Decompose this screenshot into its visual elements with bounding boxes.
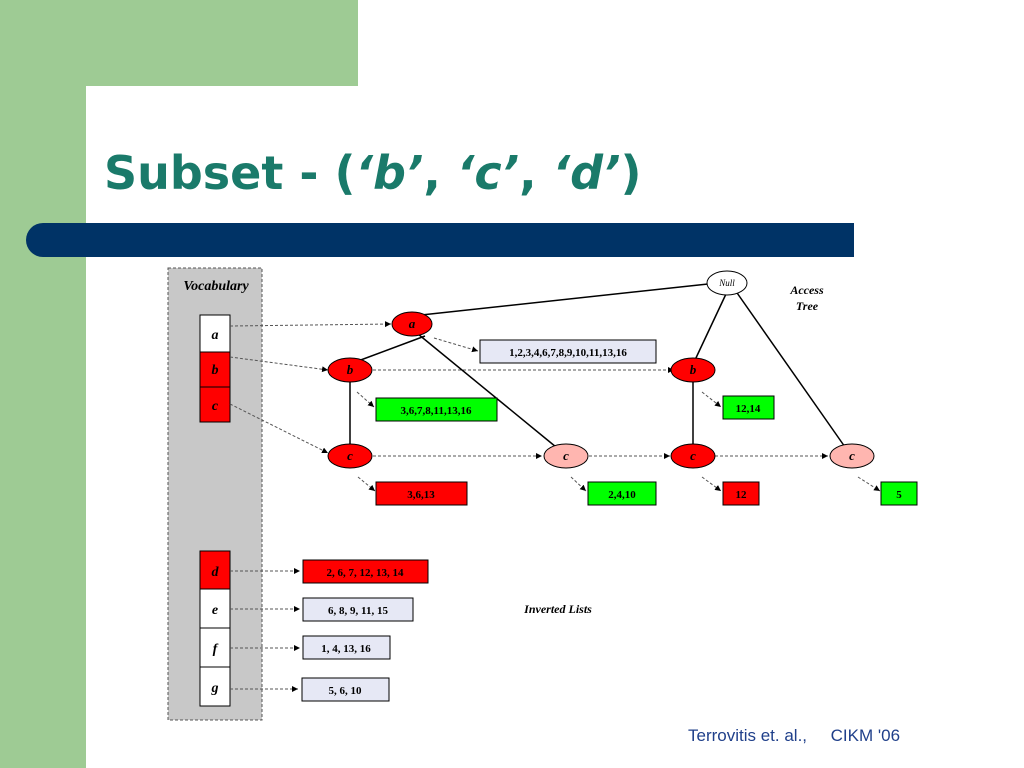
list-c1: 3,6,13 [407,489,435,501]
title-term-d: ‘d’ [552,146,621,200]
edge-null-to-b-right [694,293,727,361]
link-c4-to-list [857,476,881,492]
list-f: 1, 4, 13, 16 [321,643,371,655]
link-c3-to-list [701,476,722,492]
title-underline-bar [26,223,854,257]
node-b-left [327,357,373,383]
node-c4-label: c [849,448,855,463]
vocab-cell-e [199,588,231,629]
list-d: 2, 6, 7, 12, 13, 14 [327,567,405,579]
node-b-right-label: b [690,362,697,377]
edge-a-to-c2 [417,333,557,448]
node-b-right [670,357,716,383]
green-sidebar-background [0,0,86,768]
vocab-term-b: b [212,363,219,378]
list-g: 5, 6, 10 [329,685,363,697]
vocab-cell-b [199,351,231,388]
title-term-b: ‘b’ [355,146,424,200]
list-c4: 5 [896,489,902,501]
vocab-cell-a [199,314,231,353]
pointer-c-to-node-c [229,403,329,454]
list-e: 6, 8, 9, 11, 15 [328,605,388,617]
inverted-lists-label: Inverted Lists [523,602,592,616]
list-b-right: 12,14 [736,403,761,415]
list-box-c4 [880,481,918,506]
list-box-c3 [722,481,760,506]
edge-null-to-c4 [734,289,846,448]
node-c3-label: c [690,448,696,463]
list-b-left: 3,6,7,8,11,13,16 [401,405,472,417]
pointer-b-to-node-b [229,356,329,373]
link-a-to-list [433,337,479,353]
node-a [391,311,433,337]
list-box-g [301,677,390,702]
node-c4 [829,443,875,469]
list-c2: 2,4,10 [608,489,636,501]
node-null-label: Null [718,278,735,288]
list-box-f [302,635,391,660]
vocab-cell-f [199,627,231,668]
list-box-b-right [722,395,775,420]
access-tree-label-line1: Access [789,283,824,297]
node-c1 [327,443,373,469]
node-a-label: a [409,316,416,331]
link-b-right-to-list [701,391,722,408]
link-c2-to-list [570,476,587,492]
edge-a-to-b-left [357,335,426,362]
node-b-left-label: b [347,362,354,377]
slide-title: Subset - (‘b’, ‘c’, ‘d’) [104,146,642,200]
slide-footer-citation: Terrovitis et. al., CIKM '06 [688,726,901,745]
title-term-c: ‘c’ [456,146,520,200]
pointer-a-to-node-a [229,321,392,328]
link-c1-to-list [357,476,376,492]
list-box-e [302,597,414,622]
vocabulary-label: Vocabulary [183,279,249,294]
list-box-a [479,339,657,364]
vocab-term-c: c [212,399,219,414]
list-a: 1,2,3,4,6,7,8,9,10,11,13,16 [509,347,627,359]
vocab-cell-g [199,666,231,707]
node-c3 [670,443,716,469]
list-box-d [302,559,429,584]
node-c2-label: c [563,448,569,463]
link-b-left-to-list [356,391,375,408]
green-top-background [0,0,358,86]
vocab-term-f: f [213,642,219,657]
vocab-cell-c [199,386,231,423]
node-c2 [543,443,589,469]
node-c1-label: c [347,448,353,463]
node-null-root [706,270,748,296]
vocab-term-e: e [212,603,218,618]
vocab-term-a: a [212,328,219,343]
list-c3: 12 [736,489,748,501]
list-box-b-left [375,397,498,422]
list-box-c1 [375,481,468,506]
list-box-c2 [587,481,657,506]
access-tree-label-line2: Tree [796,299,819,313]
vocab-term-g: g [211,681,219,696]
edge-null-to-a [411,283,709,317]
vocab-term-d: d [212,565,220,580]
